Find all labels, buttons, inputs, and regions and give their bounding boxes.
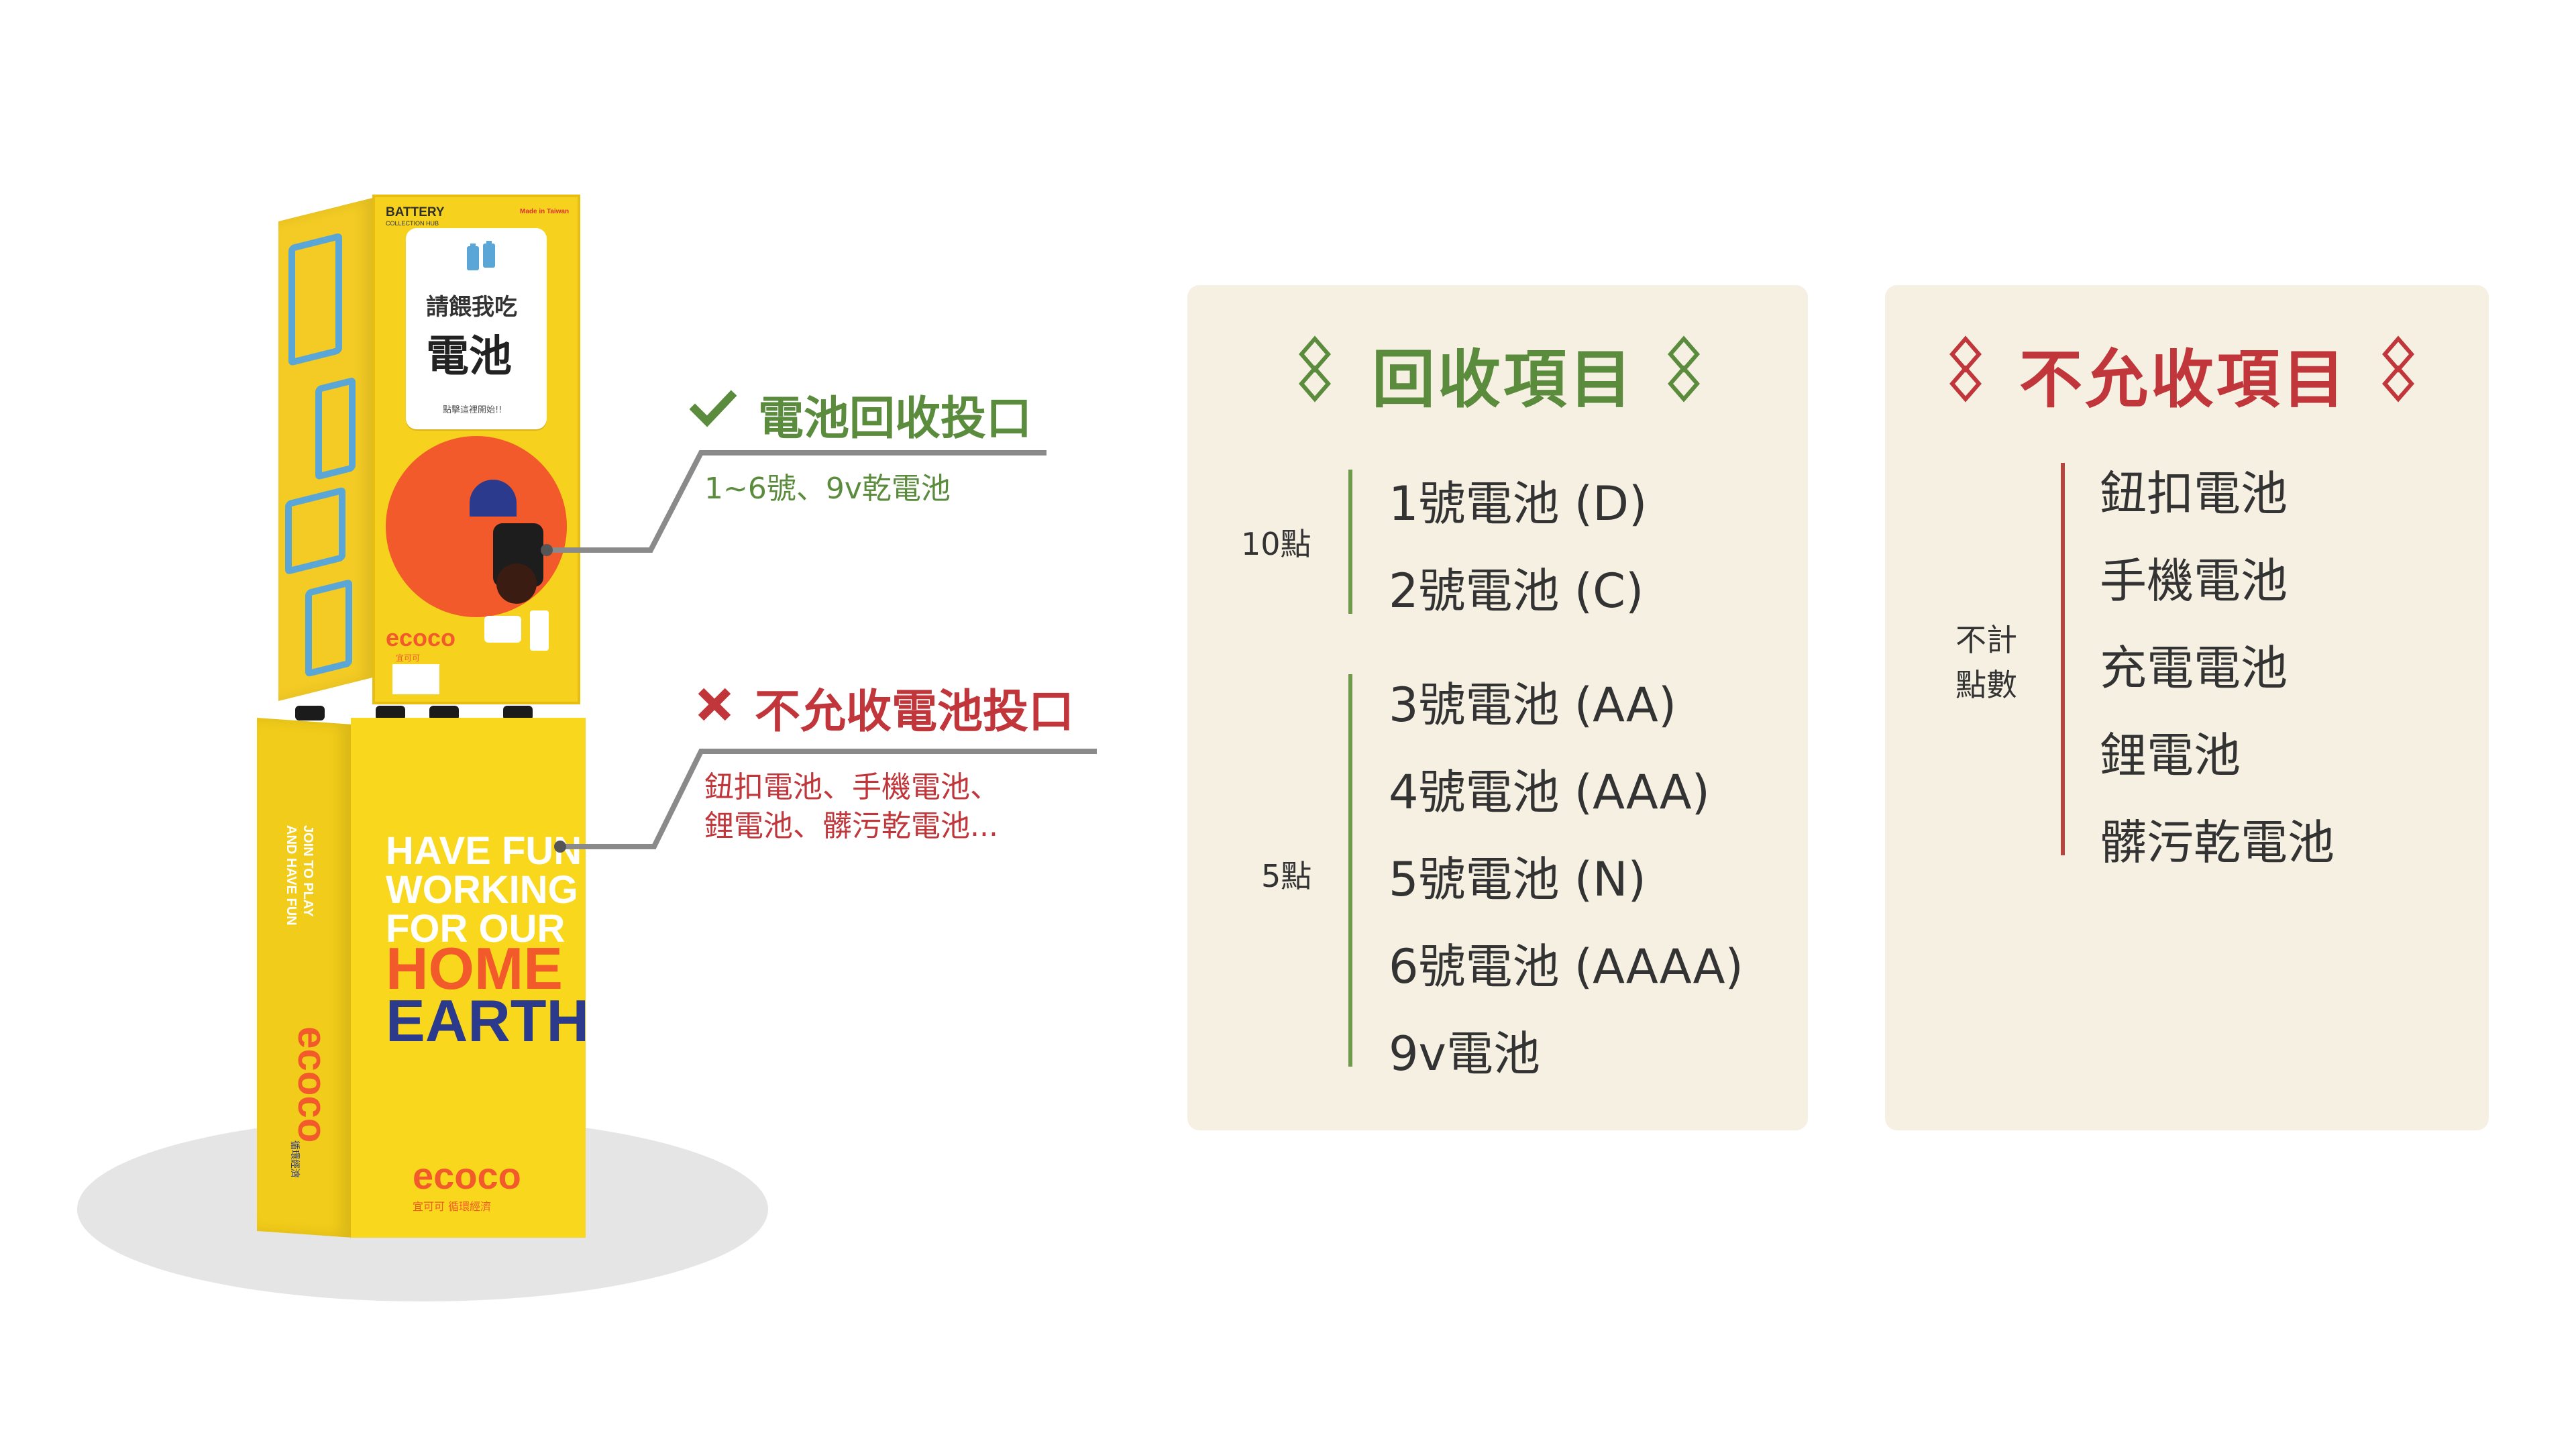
group-divider (1348, 470, 1352, 614)
rejected-item: 鋰電池 (2100, 728, 2241, 783)
reject-slot-desc-line1: 鈕扣電池、手機電池、 (704, 770, 1000, 804)
screen-headline: 請餵我吃 (426, 294, 517, 321)
machine-foot (503, 706, 533, 720)
cross-icon (698, 688, 731, 721)
recycle-item: 4號電池 (AAA) (1389, 765, 1710, 820)
recycle-item: 5號電池 (N) (1389, 852, 1646, 907)
recycle-panel-title: 回收項目 (1372, 343, 1635, 417)
ecoco-logo-sub: 宜可可 (396, 653, 421, 663)
battery-recycling-machine: BATTERY COLLECTION HUB Made in Taiwan 請餵… (0, 0, 1140, 1449)
recycle-item: 2號電池 (C) (1389, 564, 1644, 619)
machine-base-front-panel (351, 718, 586, 1238)
machine-foot (376, 706, 405, 720)
ecoco-logo: ecoco (386, 624, 456, 651)
recycle-item: 9v電池 (1389, 1026, 1540, 1081)
brand-subtitle: COLLECTION HUB (386, 220, 439, 227)
slogan-line: HAVE FUN (386, 829, 582, 873)
rejected-item: 手機電池 (2100, 553, 2288, 608)
reject-slot-title: 不允收電池投口 (755, 686, 1075, 739)
reject-panel-title: 不允收項目 (2019, 343, 2349, 417)
reject-slot[interactable] (530, 610, 549, 651)
diamond-chain-icon (1668, 335, 1700, 402)
points-label-10: 10點 (1241, 526, 1311, 562)
slogan-line: FOR OUR (386, 907, 566, 951)
screen-title: 電池 (426, 332, 512, 382)
side-logo-sub: 循環經濟 (289, 1140, 300, 1178)
screen-hint: 點擊這裡開始!! (443, 405, 502, 415)
battery-icon (467, 241, 495, 270)
rejected-item: 髒污乾電池 (2100, 815, 2334, 870)
callout-lines (541, 450, 1097, 853)
rejected-item: 鈕扣電池 (2100, 466, 2288, 521)
no-points-label-line2: 點數 (1955, 667, 2017, 703)
recycle-item: 1號電池 (D) (1389, 476, 1648, 531)
rejected-items-panel (1885, 285, 2489, 1130)
recycle-item: 3號電池 (AA) (1389, 678, 1677, 733)
slogan-line: WORKING (386, 868, 578, 912)
slot-opening (496, 564, 537, 604)
reject-slot-desc-line2: 鋰電池、髒污乾電池... (704, 809, 998, 843)
slogan-line: HOME (386, 935, 563, 1002)
machine-foot (295, 706, 325, 720)
logo-mark (470, 480, 517, 517)
machine-foot (429, 706, 459, 720)
made-in-label: Made in Taiwan (520, 208, 570, 215)
card-reader[interactable] (484, 616, 521, 643)
check-icon (690, 390, 737, 427)
brand-title: BATTERY (386, 205, 445, 219)
accept-slot-title: 電池回收投口 (758, 392, 1032, 445)
base-ecoco-logo: ecoco (413, 1155, 521, 1197)
no-points-label-line1: 不計 (1955, 622, 2017, 658)
side-ecoco-logo: ecoco (290, 1026, 335, 1143)
points-label-5: 5點 (1261, 858, 1312, 894)
base-logo-sub: 宜可可 循環經濟 (413, 1200, 492, 1213)
accept-slot-desc: 1~6號、9v乾電池 (704, 472, 951, 506)
recycle-items-panel (1187, 285, 1808, 1130)
group-divider (1348, 674, 1352, 1067)
slogan-line: EARTH (386, 987, 590, 1054)
recycle-item: 6號電池 (AAAA) (1389, 939, 1743, 994)
group-divider (2061, 463, 2065, 855)
diamond-chain-icon (1949, 335, 1982, 402)
rejected-item: 充電電池 (2100, 641, 2288, 696)
qr-code (392, 664, 439, 694)
diamond-chain-icon (2382, 335, 2414, 402)
diamond-chain-icon (1299, 335, 1331, 402)
